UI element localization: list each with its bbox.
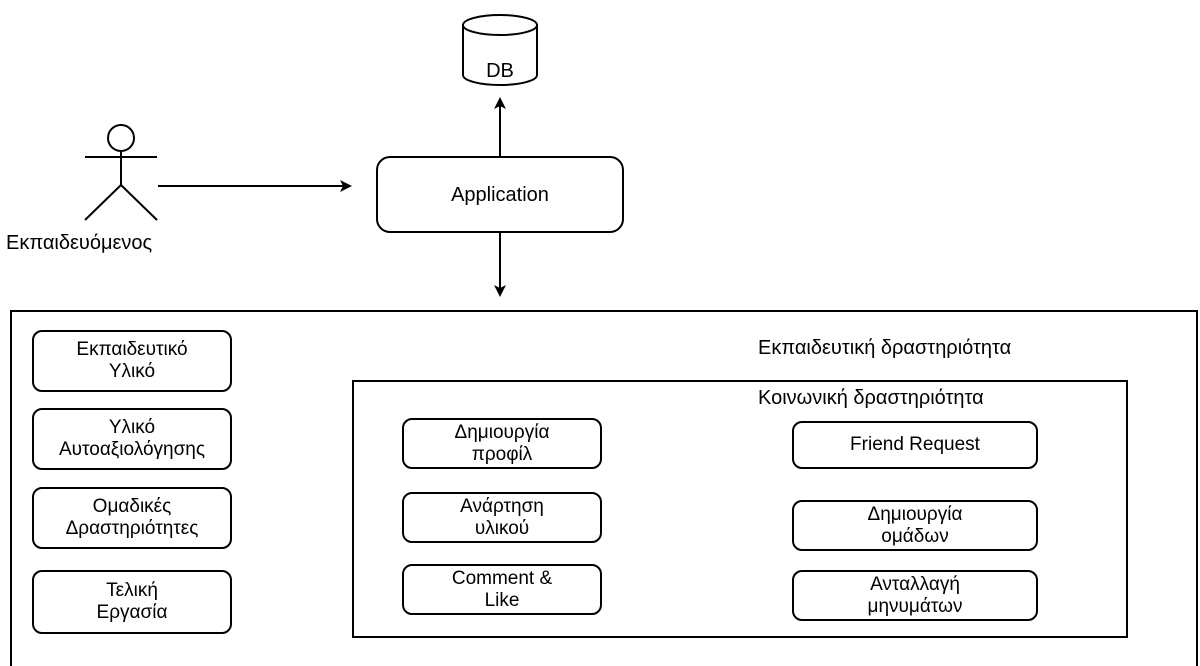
educational-item-group-activities: Ομαδικές Δραστηριότητες (32, 487, 232, 549)
application-node: Application (376, 156, 624, 233)
social-item-comment-like: Comment & Like (402, 564, 602, 615)
social-item-friend-request: Friend Request (792, 421, 1038, 469)
database-cylinder-icon (462, 14, 538, 86)
social-item-create-groups: Δημιουργία ομάδων (792, 500, 1038, 551)
social-activity-title: Κοινωνική δραστηριότητα (758, 387, 984, 409)
database-label: DB (486, 60, 514, 82)
actor-label: Εκπαιδευόμενος (6, 232, 153, 254)
educational-item-self-assessment-material: Υλικό Αυτοαξιολόγησης (32, 408, 232, 470)
actor-stick-figure (84, 124, 158, 221)
educational-activity-frame (10, 310, 1198, 666)
educational-item-final-project: Τελική Εργασία (32, 570, 232, 634)
social-item-create-profile: Δημιουργία προφίλ (402, 418, 602, 469)
social-item-post-material: Ανάρτηση υλικού (402, 492, 602, 543)
social-item-message-exchange: Ανταλλαγή μηνυμάτων (792, 570, 1038, 621)
educational-item-educational-material: Εκπαιδευτικό Υλικό (32, 330, 232, 392)
educational-activity-title: Εκπαιδευτική δραστηριότητα (758, 337, 1012, 359)
social-activity-frame (352, 380, 1128, 638)
